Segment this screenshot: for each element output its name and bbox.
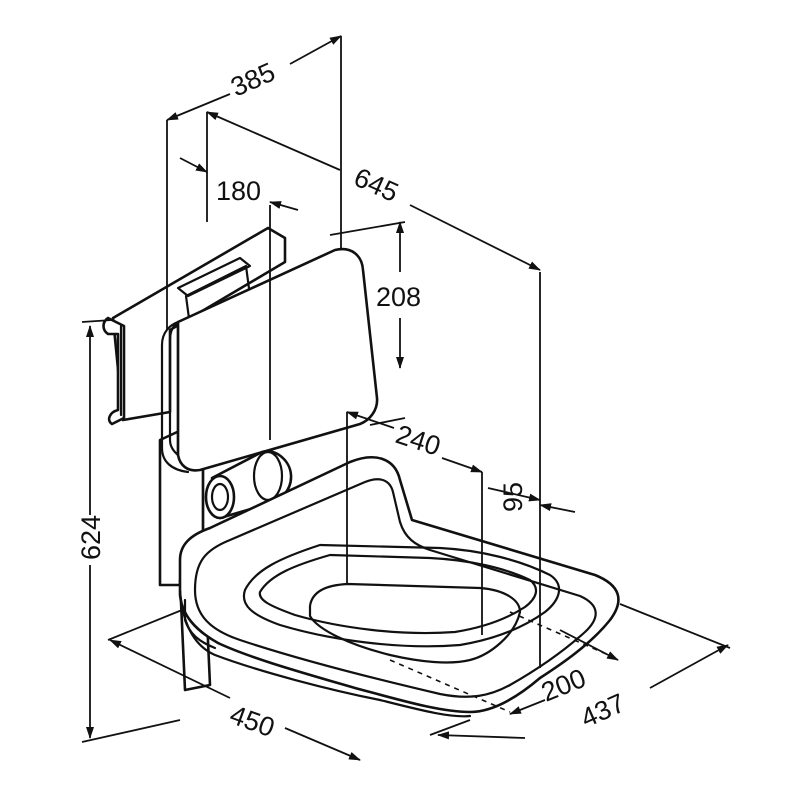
dim-line-450-left <box>109 639 231 699</box>
label-645: 645 <box>350 162 403 208</box>
label-95: 95 <box>498 482 528 512</box>
dim-line-200-top <box>559 629 619 661</box>
label-180: 180 <box>216 176 261 206</box>
dim-line-645-left <box>206 111 341 171</box>
extension-lines <box>81 36 731 743</box>
dim-line-450-right <box>284 727 361 761</box>
backrest <box>160 247 379 474</box>
label-450: 450 <box>226 699 279 743</box>
seat <box>178 456 620 718</box>
dim-line-240-right <box>441 457 483 473</box>
dim-line-437-left <box>437 731 526 740</box>
dim-line-95-left <box>487 487 541 502</box>
label-240: 240 <box>392 419 444 461</box>
label-385: 385 <box>226 57 279 103</box>
dim-line-180-right <box>269 201 299 211</box>
dim-line-437-right <box>649 644 729 689</box>
dimension-lines <box>86 35 729 761</box>
dim-line-95-right <box>539 503 576 513</box>
label-208: 208 <box>376 282 421 312</box>
dimension-labels: 385 645 180 208 240 95 624 450 200 437 <box>76 57 630 743</box>
dim-line-645-right <box>409 204 541 271</box>
dim-line-200-bottom <box>509 699 546 715</box>
dim-line-385-left <box>166 93 231 121</box>
label-437: 437 <box>576 688 629 734</box>
label-624: 624 <box>76 515 106 560</box>
dim-line-240-left <box>346 411 395 429</box>
dim-line-385-right <box>289 35 342 65</box>
dim-line-180-left <box>179 157 208 173</box>
